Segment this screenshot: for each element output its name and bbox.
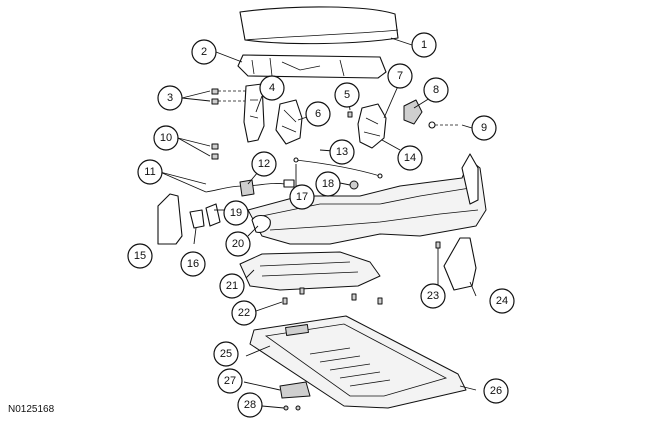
seat-cushion-cover	[237, 54, 387, 79]
clip-27	[279, 381, 311, 399]
svg-text:3: 3	[167, 92, 173, 104]
svg-text:1: 1	[421, 39, 427, 51]
side-bracket-right	[357, 103, 387, 149]
svg-text:6: 6	[315, 108, 321, 120]
svg-text:12: 12	[258, 158, 270, 170]
release-handle	[403, 99, 423, 125]
svg-text:14: 14	[404, 152, 416, 164]
svg-text:8: 8	[433, 84, 439, 96]
callout-17: 17	[289, 184, 315, 210]
callout-20: 20	[225, 231, 251, 257]
callout-23: 23	[420, 283, 446, 309]
reference-code: N0125168	[8, 404, 55, 415]
svg-text:21: 21	[226, 280, 238, 292]
callout-12: 12	[251, 151, 277, 177]
trim-panel-left	[157, 193, 183, 245]
seat-frame	[247, 153, 487, 245]
leader-lines	[159, 37, 477, 409]
svg-text:23: 23	[427, 290, 439, 302]
svg-text:13: 13	[336, 146, 348, 158]
callout-9: 9	[471, 115, 497, 141]
svg-text:17: 17	[296, 191, 308, 203]
callout-13: 13	[329, 139, 355, 165]
svg-text:9: 9	[481, 122, 487, 134]
seat-pan	[239, 251, 381, 291]
bracket-16	[189, 209, 205, 245]
callout-8: 8	[423, 77, 449, 103]
svg-text:15: 15	[134, 250, 146, 262]
callout-27: 27	[217, 368, 243, 394]
bracket-19	[205, 203, 221, 227]
callout-26: 26	[483, 378, 509, 404]
callout-1: 1	[411, 32, 437, 58]
callout-28: 28	[237, 392, 263, 418]
callout-11: 11	[137, 159, 163, 185]
screws-22	[282, 287, 383, 305]
callout-19: 19	[223, 200, 249, 226]
trim-panel-right	[443, 237, 477, 291]
callout-6: 6	[305, 101, 331, 127]
callout-18: 18	[315, 171, 341, 197]
grommet-18	[349, 180, 359, 190]
fasteners-28	[283, 405, 301, 411]
recliner-mechanism	[275, 99, 303, 145]
cable-assembly	[293, 157, 383, 179]
callout-25: 25	[213, 341, 239, 367]
callout-10: 10	[153, 125, 179, 151]
svg-text:24: 24	[496, 295, 508, 307]
callout-5: 5	[334, 82, 360, 108]
callout-24: 24	[489, 288, 515, 314]
svg-text:10: 10	[160, 132, 172, 144]
callout-2: 2	[191, 39, 217, 65]
svg-text:28: 28	[244, 399, 256, 411]
svg-text:19: 19	[230, 207, 242, 219]
bolt-9	[428, 121, 460, 129]
svg-text:27: 27	[224, 375, 236, 387]
svg-text:11: 11	[144, 166, 155, 178]
svg-text:18: 18	[322, 178, 334, 190]
callout-14: 14	[397, 145, 423, 171]
svg-text:26: 26	[490, 385, 502, 397]
callout-15: 15	[127, 243, 153, 269]
svg-text:16: 16	[187, 258, 199, 270]
callout-22: 22	[231, 300, 257, 326]
screw-5	[347, 111, 353, 118]
svg-text:2: 2	[201, 46, 207, 58]
seat-cushion-pad	[239, 6, 399, 45]
svg-text:20: 20	[232, 238, 244, 250]
svg-text:5: 5	[344, 89, 350, 101]
wiring-harness	[205, 179, 295, 197]
callout-labels: 1 2 3 4 5 6 7 8 9 10 11 12 13 14 15 16 1…	[127, 32, 515, 418]
storage-tray	[249, 315, 467, 409]
screw-pair-3	[211, 88, 246, 105]
callout-4: 4	[259, 75, 285, 101]
callout-16: 16	[180, 251, 206, 277]
svg-text:4: 4	[269, 82, 275, 94]
svg-text:22: 22	[238, 307, 250, 319]
callout-3: 3	[157, 85, 183, 111]
bolt-pair-10	[211, 143, 219, 160]
svg-text:7: 7	[397, 70, 403, 82]
screw-23	[435, 241, 441, 290]
callout-7: 7	[387, 63, 413, 89]
callout-21: 21	[219, 273, 245, 299]
svg-text:25: 25	[220, 348, 232, 360]
